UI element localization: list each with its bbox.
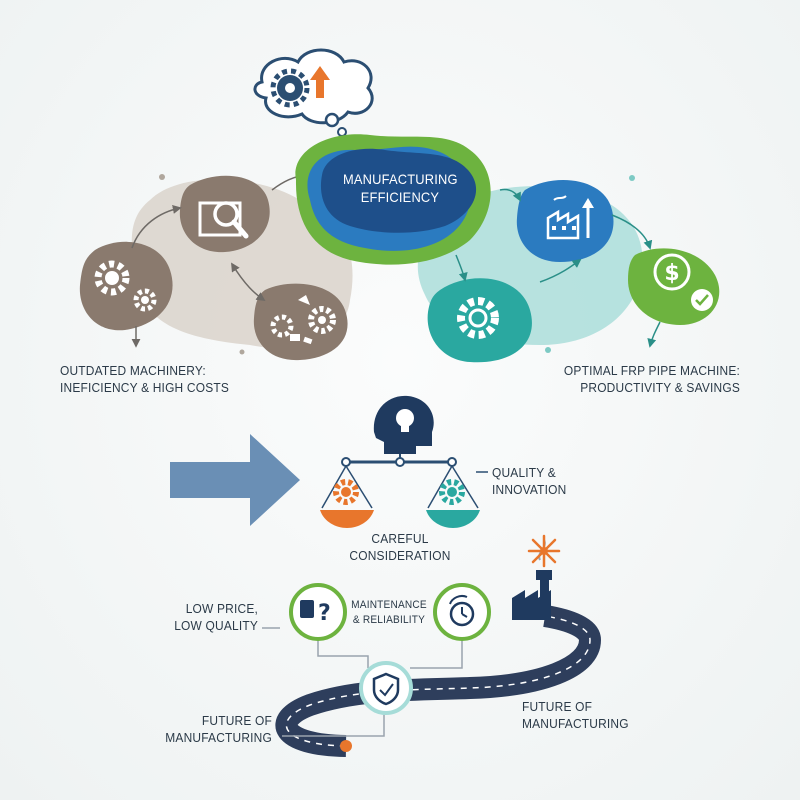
gear-icon	[457, 297, 499, 339]
future-right-line1: FUTURE OF	[522, 699, 593, 714]
head-lightbulb-icon	[373, 395, 434, 454]
future-right-line2: MANUFACTURING	[522, 716, 629, 731]
maintenance-label: MAINTENANCE & RELIABILITY	[349, 598, 428, 628]
up-arrow-icon	[310, 66, 330, 98]
low-price-line1: LOW PRICE,	[185, 601, 258, 616]
balance-scale	[320, 395, 488, 528]
svg-text:?: ?	[318, 601, 331, 626]
teal-gear-icon	[439, 479, 465, 505]
low-price-line2: LOW QUALITY	[174, 618, 258, 633]
hub-title: MANUFACTURING EFFICIENCY	[342, 170, 458, 206]
quality-label-line2: INNOVATION	[492, 482, 567, 497]
gears-icon	[94, 260, 157, 312]
road-connectors	[262, 627, 463, 737]
quality-innovation-label: QUALITY & INNOVATION	[492, 464, 593, 498]
dollar-savings-icon: $	[653, 253, 713, 311]
right-caption-line2: PRODUCTIVITY & SAVINGS	[580, 380, 740, 395]
left-caption-line2: INEFICIENCY & HIGH COSTS	[60, 380, 230, 395]
road	[275, 605, 602, 757]
broken-parts-icon	[270, 295, 336, 345]
shield-icon	[372, 672, 400, 706]
maintenance-line1: MAINTENANCE	[351, 599, 427, 611]
gear-icon	[270, 68, 310, 108]
question-price-icon: ?	[300, 600, 331, 626]
future-left-label: FUTURE OF MANUFACTURING	[160, 712, 272, 746]
left-caption: OUTDATED MACHINERY: INEFICIENCY & HIGH C…	[60, 362, 253, 396]
inspection-magnifier-icon	[198, 201, 249, 239]
careful-line1: CAREFUL	[371, 531, 429, 546]
careful-consideration-label: CAREFUL CONSIDERATION	[336, 530, 465, 564]
svg-text:$: $	[664, 261, 679, 286]
shield-badge	[359, 661, 413, 715]
future-left-line1: FUTURE OF	[201, 713, 272, 728]
low-price-label: LOW PRICE, LOW QUALITY	[159, 600, 258, 634]
clock-refresh-icon	[449, 594, 475, 627]
star-burst-icon	[527, 534, 561, 568]
hub-title-line1: MANUFACTURING	[342, 171, 458, 187]
left-cluster	[79, 171, 353, 361]
right-caption-line1: OPTIMAL FRP PIPE MACHINE:	[563, 363, 740, 378]
thought-bubble	[253, 48, 374, 137]
future-left-line2: MANUFACTURING	[165, 730, 272, 745]
direction-arrow	[170, 434, 300, 526]
factory-growth-icon	[546, 195, 594, 240]
careful-line2: CONSIDERATION	[349, 548, 451, 563]
hub-blob	[295, 134, 491, 265]
orange-gear-icon	[333, 479, 359, 505]
low-price-badge: ?	[289, 583, 347, 641]
maintenance-badge	[433, 583, 491, 641]
maintenance-line2: & RELIABILITY	[352, 614, 426, 626]
right-caption: OPTIMAL FRP PIPE MACHINE: PRODUCTIVITY &…	[527, 362, 740, 396]
quality-label-line1: QUALITY &	[492, 465, 556, 480]
hub-title-line2: EFFICIENCY	[360, 189, 440, 205]
left-caption-line1: OUTDATED MACHINERY:	[60, 363, 206, 378]
future-right-label: FUTURE OF MANUFACTURING	[522, 698, 642, 732]
